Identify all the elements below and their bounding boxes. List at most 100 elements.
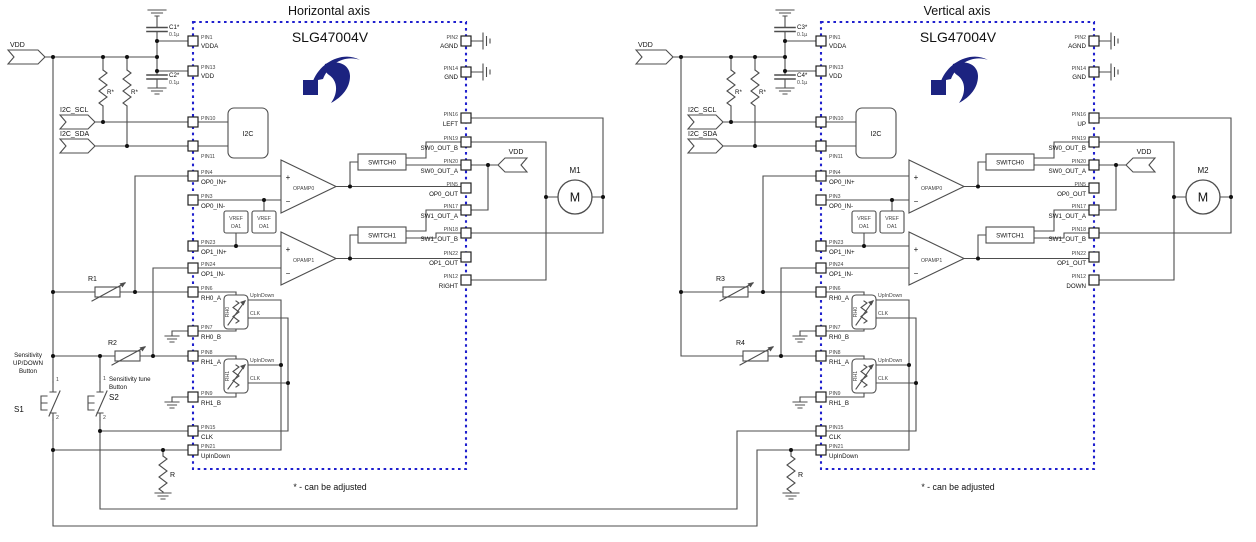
svg-text:PIN12: PIN12 (444, 274, 459, 280)
horizontal-axis-schematic: Horizontal axis SLG47004V C1* 0.1µ C2* 0… (6, 4, 628, 527)
pin-PIN10: PIN10 (815, 116, 844, 128)
vdd-motor-label: VDD (1137, 149, 1152, 156)
svg-text:PIN20: PIN20 (444, 159, 459, 165)
pullup1-label: R* (735, 89, 742, 96)
cap-c3-value: 0.1µ (797, 32, 807, 38)
rh0-block: RH0 UpInDown CLK (851, 293, 902, 330)
svg-text:SW1_OUT_A: SW1_OUT_A (1049, 213, 1087, 220)
svg-text:PIN19: PIN19 (444, 136, 459, 142)
s1-caption-3: Button (19, 368, 37, 375)
svg-text:RH0_A: RH0_A (829, 295, 850, 302)
vertical-axis-schematic: Vertical axis SLG47004V C3* 0.1µ C4* 0.1… (628, 4, 1233, 527)
svg-text:PIN18: PIN18 (1072, 227, 1087, 233)
opamp1-block: + − OPAMP1 (280, 231, 338, 286)
rh1-clk-label: CLK (250, 376, 261, 382)
pullup-resistors: R* R* (98, 69, 138, 107)
svg-text:SW0_OUT_B: SW0_OUT_B (1049, 145, 1086, 152)
pot-r4-label: R4 (736, 340, 745, 347)
vref-a-line1: VREF (857, 216, 871, 222)
svg-text:UP: UP (1077, 121, 1086, 128)
vdd-flag-label: VDD (638, 42, 653, 49)
rh0-updown-label: UpInDown (250, 293, 274, 299)
svg-text:SW0_OUT_A: SW0_OUT_A (1049, 168, 1087, 175)
rh0-label: RH0 (853, 307, 859, 317)
opamp1-minus: − (914, 269, 919, 278)
vref-oa1-block-b: VREF OA1 (879, 210, 905, 234)
svg-text:OP0_OUT: OP0_OUT (429, 191, 458, 198)
cap-c3-label: C3* (797, 24, 808, 31)
switch-s2: Sensitivity tune Button S2 1 2 (87, 376, 151, 421)
svg-text:PIN11: PIN11 (201, 154, 215, 160)
svg-text:PIN20: PIN20 (1072, 159, 1087, 165)
s1-caption-2: UP/DOWN (13, 360, 43, 367)
svg-text:PIN1: PIN1 (829, 35, 841, 41)
svg-text:SW1_OUT_B: SW1_OUT_B (421, 236, 458, 243)
svg-text:RH1_A: RH1_A (829, 359, 850, 366)
cap-c4-label: C4* (797, 72, 808, 79)
pin-PIN11: PIN11 (815, 140, 843, 160)
opamp0-minus: − (914, 197, 919, 206)
svg-text:PIN3: PIN3 (829, 194, 841, 200)
cap-c4-value: 0.1µ (797, 80, 807, 86)
vref-b-line2: OA1 (259, 224, 269, 230)
svg-text:PIN17: PIN17 (1072, 204, 1087, 210)
rh1-label: RH1 (225, 371, 231, 381)
opamp0-plus: + (286, 173, 291, 182)
capacitor-c2: C2* 0.1µ (146, 72, 180, 86)
svg-text:PIN23: PIN23 (201, 240, 216, 246)
opamp1-plus: + (914, 245, 919, 254)
i2c-block-label: I2C (871, 131, 882, 138)
svg-text:RH0_B: RH0_B (201, 334, 221, 341)
cap-c2-label: C2* (169, 72, 180, 79)
i2c-block: I2C (227, 107, 269, 159)
rh1-clk-label: CLK (878, 376, 889, 382)
motor-m2-label: M2 (1197, 166, 1209, 175)
potentiometer-r2: R2 (108, 340, 146, 366)
adjust-note: * - can be adjusted (921, 482, 994, 492)
opamp1-label: OPAMP1 (921, 258, 942, 264)
pot-r2-label: R2 (108, 340, 117, 347)
capacitor-c1: C1* 0.1µ (146, 24, 180, 38)
pullup2-label: R* (759, 89, 766, 96)
renesas-logo-icon (931, 56, 988, 103)
svg-text:PIN5: PIN5 (1074, 182, 1086, 188)
vref-a-line2: OA1 (859, 224, 869, 230)
svg-text:VDDA: VDDA (201, 43, 219, 50)
opamp1-minus: − (286, 269, 291, 278)
chip-name: SLG47004V (292, 29, 369, 45)
svg-text:PIN9: PIN9 (201, 391, 213, 397)
svg-text:PIN15: PIN15 (829, 425, 844, 431)
s2-caption-2: Button (109, 384, 127, 391)
vdd-flag: VDD (634, 42, 674, 65)
svg-text:PIN6: PIN6 (829, 286, 841, 292)
svg-text:UpInDown: UpInDown (201, 453, 230, 460)
svg-text:OP1_IN+: OP1_IN+ (829, 249, 855, 256)
svg-text:CLK: CLK (829, 434, 842, 441)
s2-terminal-1: 1 (103, 376, 106, 382)
sda-label: I2C_SDA (688, 131, 718, 138)
svg-text:PIN6: PIN6 (201, 286, 213, 292)
svg-text:PIN13: PIN13 (829, 65, 844, 71)
ground-icons (775, 9, 1119, 500)
junction-dots (679, 39, 1233, 452)
switch0-label: SWITCH0 (368, 160, 396, 167)
vref-a-line1: VREF (229, 216, 243, 222)
svg-text:UpInDown: UpInDown (829, 453, 858, 460)
sda-label: I2C_SDA (60, 131, 90, 138)
